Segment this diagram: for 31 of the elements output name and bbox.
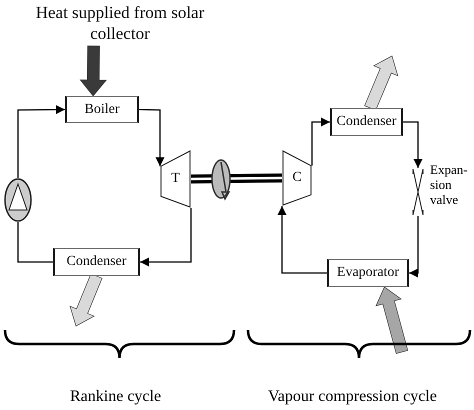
- cycle-label: Vapour compression cycle: [268, 388, 437, 406]
- flow-line: [278, 206, 327, 274]
- component-box: [327, 259, 409, 287]
- compressor: [282, 150, 312, 206]
- component-label: T: [171, 171, 180, 187]
- component-label: Boiler: [84, 102, 120, 118]
- component-label: C: [292, 170, 302, 186]
- heat-arrow: [70, 273, 102, 326]
- shaft: [190, 174, 282, 184]
- component-box: [330, 108, 403, 136]
- component-caption: Expan-sion valve: [430, 163, 469, 208]
- component-label: Evaporator: [336, 265, 400, 281]
- flow-line: [409, 216, 419, 278]
- flow-line: [403, 121, 422, 168]
- title-text: Heat supplied from solar collector: [34, 2, 206, 44]
- expansion-valve: [412, 168, 424, 216]
- turbine: [160, 150, 191, 208]
- heat-arrow: [364, 56, 398, 111]
- pump: [4, 178, 32, 222]
- heat-arrow: [80, 46, 107, 96]
- flow-line: [17, 105, 65, 178]
- component-box: [53, 248, 140, 276]
- component-label: Condenser: [336, 114, 396, 130]
- cycle-label: Rankine cycle: [70, 388, 162, 406]
- heat-arrow: [376, 286, 408, 354]
- component-box: [65, 96, 139, 123]
- flow-line: [311, 118, 330, 166]
- component-label: Condenser: [66, 254, 126, 270]
- flow-line: [140, 208, 192, 266]
- flow-line: [17, 222, 53, 263]
- flow-line: [138, 108, 164, 166]
